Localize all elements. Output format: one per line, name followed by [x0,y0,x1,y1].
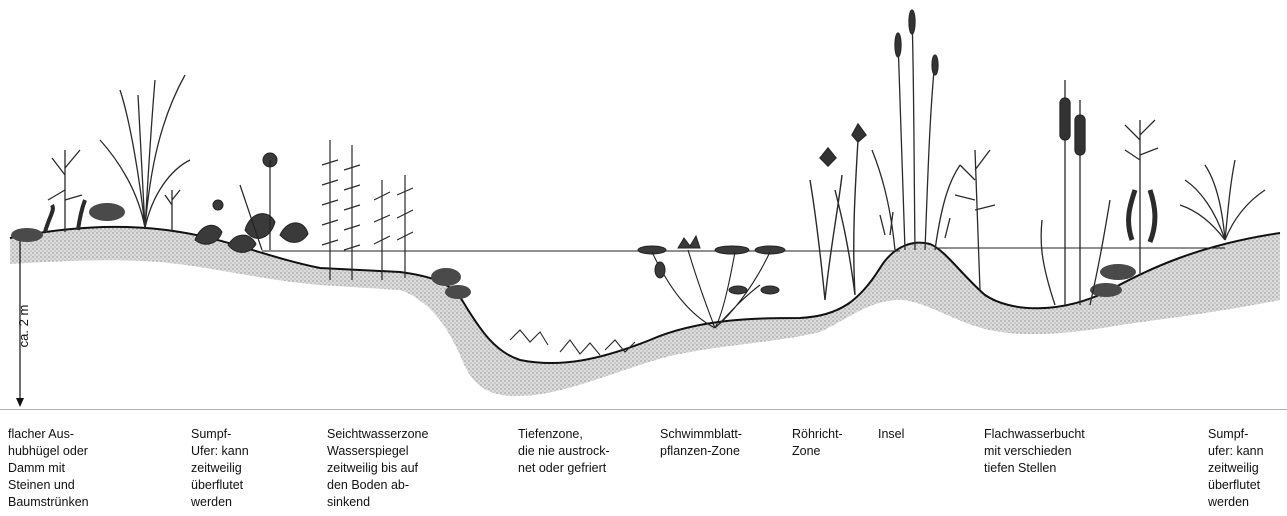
caption-swamp-left: Sumpf- Ufer: kann zeitweilig überflutet … [191,426,249,511]
caption-deep-zone: Tiefenzone, die nie austrock- net oder g… [518,426,610,477]
caption-dam: flacher Aus- hubhügel oder Damm mit Stei… [8,426,89,511]
caption-floating-zone: Schwimmblatt- pflanzen-Zone [660,426,742,460]
island-grasses [872,10,960,250]
caption-shallow-zone: Seichtwasserzone Wasserspiegel zeitweili… [327,426,428,511]
reed-plants [810,124,866,300]
pond-profile-diagram: ca. 2 m [0,0,1287,410]
swamp-left-plants [195,153,308,252]
caption-swamp-right: Sumpf- ufer: kann zeitweilig überflutet … [1208,426,1264,511]
horsetail-plants [322,140,413,280]
caption-reed-zone: Röhricht- Zone [792,426,843,460]
floating-leaf-plants [638,236,785,328]
caption-island: Insel [878,426,904,443]
depth-label: ca. 2 m [16,305,31,348]
caption-shallow-bay: Flachwasserbucht mit verschieden tiefen … [984,426,1085,477]
